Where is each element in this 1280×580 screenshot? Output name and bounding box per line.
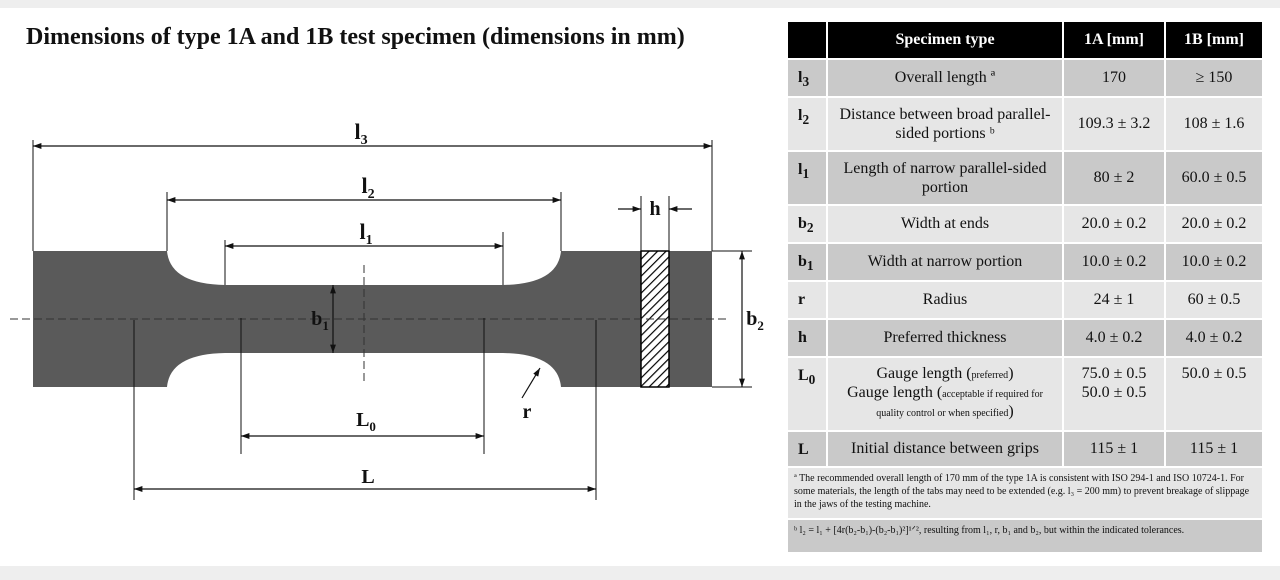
row-value-1a: 80 ± 2 xyxy=(1064,152,1164,204)
label-b2: b2 xyxy=(746,308,764,333)
header-symbol xyxy=(788,22,826,58)
table-row: l3 Overall length ª 170 ≥ 150 xyxy=(788,60,1262,96)
page-title: Dimensions of type 1A and 1B test specim… xyxy=(26,24,685,50)
header-specimen-type: Specimen type xyxy=(828,22,1062,58)
row-symbol: b2 xyxy=(788,206,826,242)
row-value-1a: 115 ± 1 xyxy=(1064,432,1164,466)
row-value-1b: 60 ± 0.5 xyxy=(1166,282,1262,318)
top-border xyxy=(0,0,1280,8)
row-symbol: b1 xyxy=(788,244,826,280)
row-symbol: L xyxy=(788,432,826,466)
row-value-1a: 24 ± 1 xyxy=(1064,282,1164,318)
label-h: h xyxy=(649,198,660,220)
label-l2: l2 xyxy=(361,173,374,202)
label-L: L xyxy=(361,466,374,488)
row-value-1b: ≥ 150 xyxy=(1166,60,1262,96)
row-symbol: l2 xyxy=(788,98,826,150)
row-name: Width at ends xyxy=(828,206,1062,242)
table-row: r Radius 24 ± 1 60 ± 0.5 xyxy=(788,282,1262,318)
label-l3: l3 xyxy=(354,119,367,148)
footnote-a: ª The recommended overall length of 170 … xyxy=(788,468,1262,518)
row-value-1a: 10.0 ± 0.2 xyxy=(1064,244,1164,280)
row-value-1a: 75.0 ± 0.5 50.0 ± 0.5 xyxy=(1064,358,1164,430)
label-L0: L0 xyxy=(356,409,376,434)
row-value-1b: 50.0 ± 0.5 xyxy=(1166,358,1262,430)
row-name: Overall length ª xyxy=(828,60,1062,96)
row-name: Radius xyxy=(828,282,1062,318)
row-value-1b: 4.0 ± 0.2 xyxy=(1166,320,1262,356)
row-symbol: r xyxy=(788,282,826,318)
label-l1: l1 xyxy=(359,219,372,248)
row-symbol: l3 xyxy=(788,60,826,96)
footnote-b: ᵇ l₂ = l₁ + [4r(b₂-b₁)-(b₂-b₁)²]¹ᐟ², res… xyxy=(788,520,1262,552)
row-symbol: L0 xyxy=(788,358,826,430)
header-1b: 1B [mm] xyxy=(1166,22,1262,58)
row-value-1a: 109.3 ± 3.2 xyxy=(1064,98,1164,150)
table-row: l2 Distance between broad parallel-sided… xyxy=(788,98,1262,150)
gauge-acceptable: Gauge length (acceptable if required for… xyxy=(847,384,1043,421)
table-row: L0 Gauge length (preferred) Gauge length… xyxy=(788,358,1262,430)
row-symbol: h xyxy=(788,320,826,356)
table-row: b2 Width at ends 20.0 ± 0.2 20.0 ± 0.2 xyxy=(788,206,1262,242)
row-name: Initial distance between grips xyxy=(828,432,1062,466)
label-r: r xyxy=(523,401,532,423)
row-value-1b: 108 ± 1.6 xyxy=(1166,98,1262,150)
footnote-a-row: ª The recommended overall length of 170 … xyxy=(788,468,1262,518)
thickness-section xyxy=(640,250,670,388)
radius-leader xyxy=(521,367,541,399)
table-row: l1 Length of narrow parallel-sided porti… xyxy=(788,152,1262,204)
row-symbol: l1 xyxy=(788,152,826,204)
row-value-1b: 115 ± 1 xyxy=(1166,432,1262,466)
gauge-preferred: Gauge length (preferred) xyxy=(876,365,1014,382)
row-name: Distance between broad parallel-sided po… xyxy=(828,98,1062,150)
table-row: L Initial distance between grips 115 ± 1… xyxy=(788,432,1262,466)
row-value-1a: 4.0 ± 0.2 xyxy=(1064,320,1164,356)
specimen-drawing: l3 l2 l1 h b1 b2 r L0 L xyxy=(10,119,764,500)
row-name: Preferred thickness xyxy=(828,320,1062,356)
row-name: Gauge length (preferred) Gauge length (a… xyxy=(828,358,1062,430)
row-value-1b: 10.0 ± 0.2 xyxy=(1166,244,1262,280)
footnote-b-row: ᵇ l₂ = l₁ + [4r(b₂-b₁)-(b₂-b₁)²]¹ᐟ², res… xyxy=(788,520,1262,552)
bottom-border xyxy=(0,566,1280,580)
extension-lines xyxy=(32,140,752,500)
header-1a: 1A [mm] xyxy=(1064,22,1164,58)
row-value-1b: 20.0 ± 0.2 xyxy=(1166,206,1262,242)
table-row: b1 Width at narrow portion 10.0 ± 0.2 10… xyxy=(788,244,1262,280)
dimensions-table: Specimen type 1A [mm] 1B [mm] l3 Overall… xyxy=(786,20,1262,554)
row-value-1b: 60.0 ± 0.5 xyxy=(1166,152,1262,204)
row-value-1a: 170 xyxy=(1064,60,1164,96)
row-value-1a: 20.0 ± 0.2 xyxy=(1064,206,1164,242)
row-name: Length of narrow parallel-sided portion xyxy=(828,152,1062,204)
row-name: Width at narrow portion xyxy=(828,244,1062,280)
table-row: h Preferred thickness 4.0 ± 0.2 4.0 ± 0.… xyxy=(788,320,1262,356)
table-header-row: Specimen type 1A [mm] 1B [mm] xyxy=(788,22,1262,58)
